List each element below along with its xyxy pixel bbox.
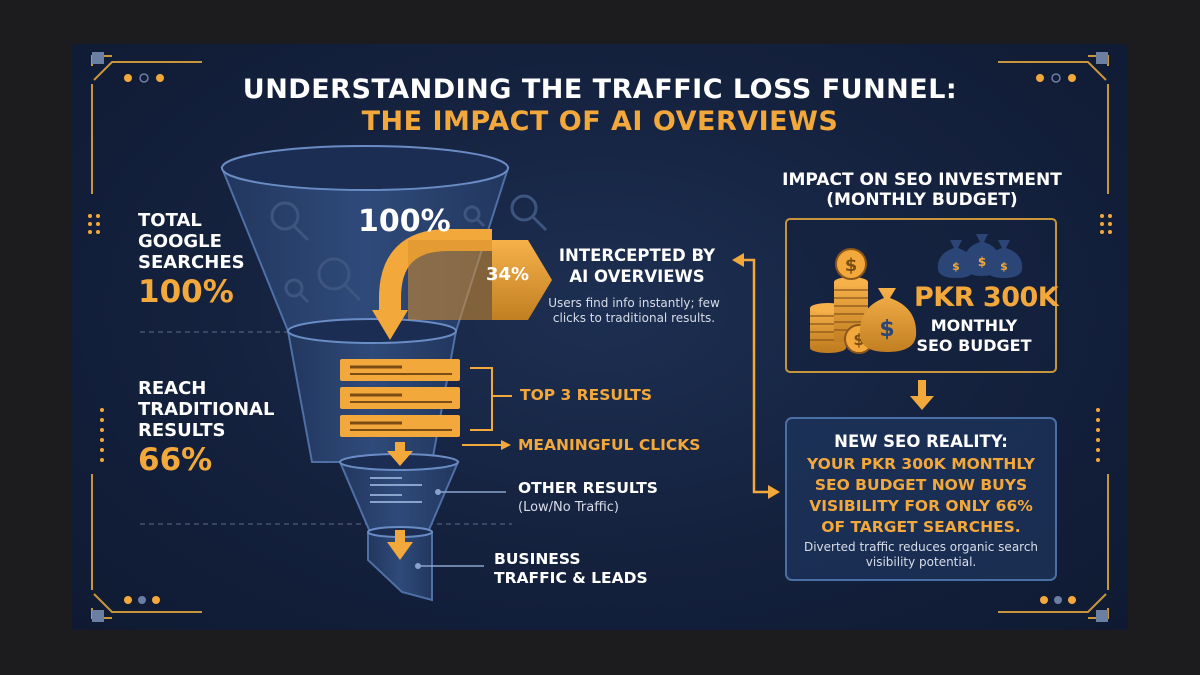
- magnifier-icon: [270, 194, 548, 304]
- decor-layer: $ $ $ $ $ $: [88, 52, 1112, 622]
- svg-text:$: $: [952, 260, 960, 273]
- reach-traditional-percent: 66%: [138, 442, 213, 478]
- svg-text:$: $: [978, 255, 986, 269]
- money-bag-symbols: $ $ $: [952, 255, 1008, 273]
- reality-box: [785, 417, 1057, 581]
- funnel-top-percent: 100%: [358, 204, 451, 239]
- corner-square: [1096, 52, 1108, 64]
- reality-title: NEW SEO REALITY:: [834, 432, 1008, 451]
- arrow-icon: [387, 442, 413, 560]
- corner-frame-bottom-left: [91, 474, 202, 619]
- intercept-note: Users find info instantly; few clicks to…: [548, 296, 720, 325]
- top3-results-label: TOP 3 RESULTS: [520, 386, 653, 404]
- business-traffic-label: BUSINESS TRAFFIC & LEADS: [494, 550, 648, 587]
- other-results-label: OTHER RESULTS: [518, 479, 658, 497]
- intercept-arrow: [372, 229, 552, 340]
- connector-bracket: [738, 258, 772, 494]
- corner-square: [92, 52, 104, 64]
- total-searches-label: TOTAL GOOGLE SEARCHES: [138, 210, 245, 273]
- bracket-line: [470, 367, 493, 431]
- title-line-1: UNDERSTANDING THE TRAFFIC LOSS FUNNEL:: [242, 74, 958, 105]
- intercept-percent: 34%: [486, 264, 530, 285]
- budget-amount: PKR 300K: [914, 282, 1059, 313]
- reality-body: YOUR PKR 300K MONTHLY SEO BUDGET NOW BUY…: [806, 455, 1036, 536]
- svg-text:$: $: [879, 317, 894, 342]
- result-bars: [340, 359, 460, 437]
- other-results-sublabel: (Low/No Traffic): [518, 500, 619, 515]
- svg-text:$: $: [853, 330, 864, 349]
- budget-label: MONTHLY SEO BUDGET: [916, 316, 1032, 355]
- corner-square: [1096, 610, 1108, 622]
- total-searches-percent: 100%: [138, 274, 234, 310]
- other-results-lines: [370, 477, 422, 503]
- reach-traditional-label: REACH TRADITIONAL RESULTS: [138, 378, 275, 441]
- arrow-icon: [910, 380, 934, 410]
- money-bag-icon: $: [859, 288, 917, 352]
- impact-title: IMPACT ON SEO INVESTMENT (MONTHLY BUDGET…: [782, 170, 1062, 210]
- money-bag-icon: [937, 234, 1023, 278]
- meaningful-clicks-label: MEANINGFUL CLICKS: [518, 436, 701, 454]
- reality-note: Diverted traffic reduces organic search …: [803, 540, 1039, 569]
- svg-text:$: $: [845, 255, 858, 276]
- corner-square: [92, 610, 104, 622]
- infographic-canvas: $ $ $ $ $ $ UNDERSTANDING THE TRAFFIC LO…: [72, 44, 1128, 630]
- corner-dots: [88, 73, 1112, 604]
- title-line-2: THE IMPACT OF AI OVERVIEWS: [361, 106, 839, 137]
- intercept-title: INTERCEPTED BY AI OVERVIEWS: [558, 246, 716, 286]
- svg-text:$: $: [1000, 260, 1008, 273]
